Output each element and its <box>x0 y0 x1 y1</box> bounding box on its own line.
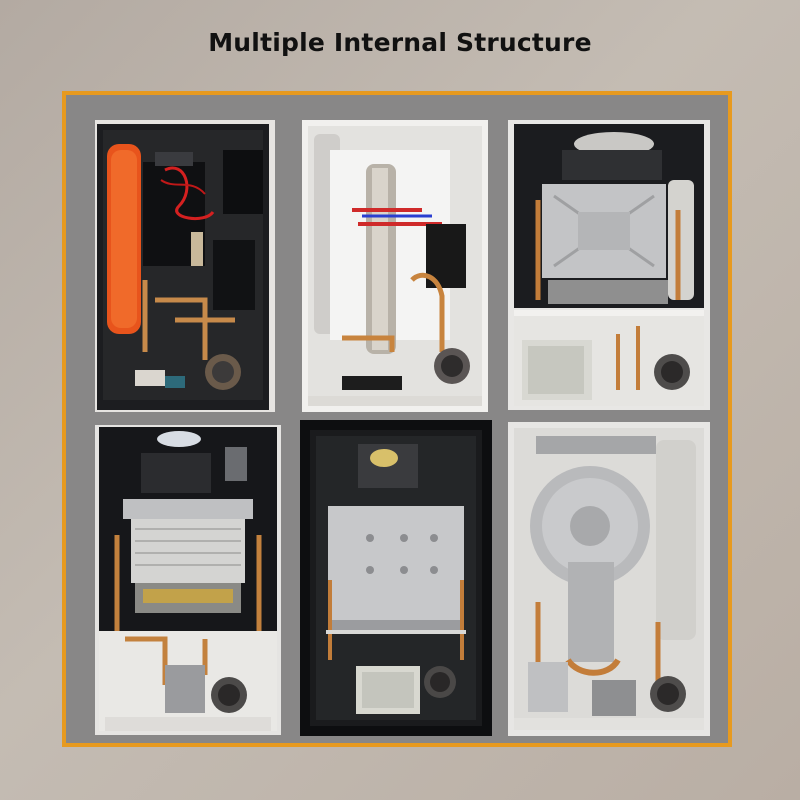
photo-gas-boiler-dark <box>95 425 281 735</box>
photo-gas-boiler-glass <box>300 420 492 736</box>
photo-electric-boiler-white <box>302 120 488 412</box>
photo-gas-boiler-silver <box>508 422 710 736</box>
page-title: Multiple Internal Structure <box>208 28 592 57</box>
photo-gas-boiler-white <box>508 120 710 410</box>
photo-electric-boiler-dark <box>95 120 275 412</box>
